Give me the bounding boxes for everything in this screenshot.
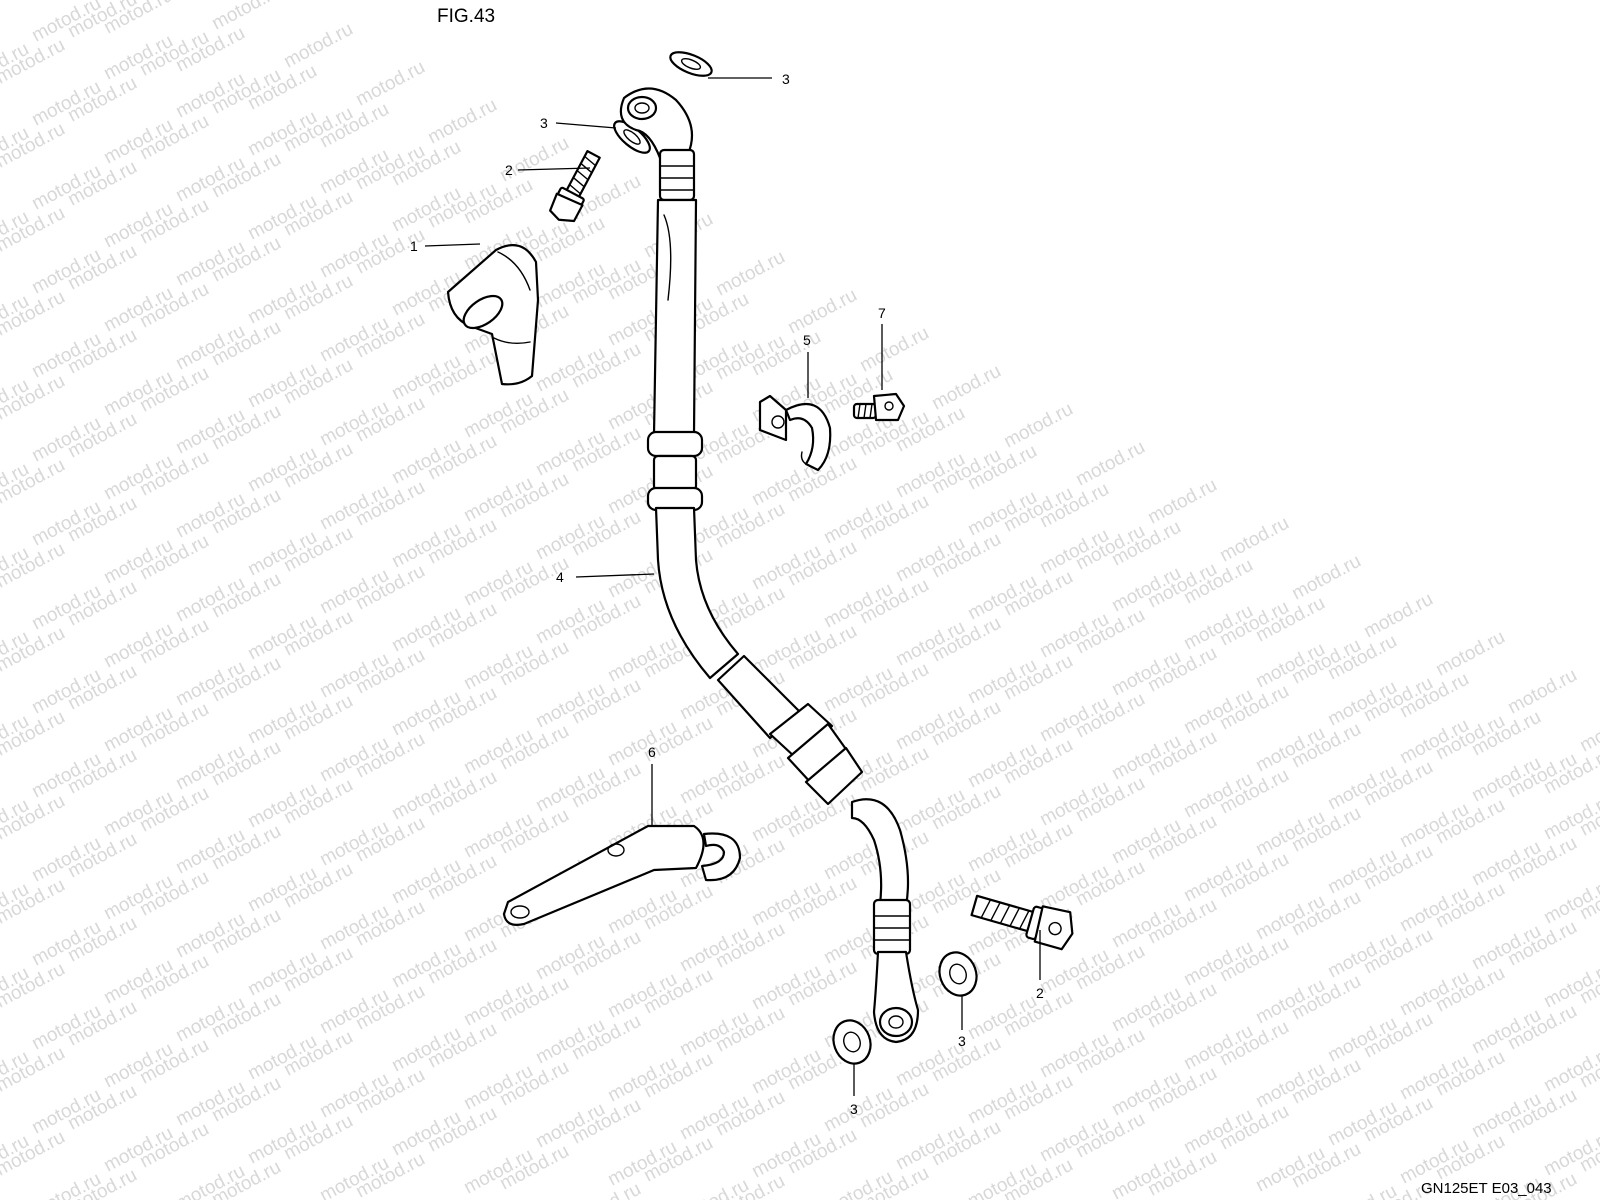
watermark-text: motod.ru bbox=[280, 19, 356, 73]
washer-icon bbox=[832, 1019, 872, 1065]
watermark-text: motod.ru bbox=[0, 0, 69, 4]
watermark-text: motod.ru bbox=[676, 1175, 752, 1200]
callout-5: 5 bbox=[803, 332, 811, 348]
hose-bracket-icon bbox=[502, 824, 742, 926]
bolt-icon bbox=[852, 392, 906, 422]
watermark-text: motod.ru bbox=[496, 133, 572, 187]
watermark-text: motod.ru bbox=[352, 57, 428, 111]
callout-7: 7 bbox=[878, 305, 886, 321]
union-bolt-icon bbox=[549, 149, 601, 223]
watermark-text: motod.ru bbox=[424, 95, 500, 149]
leader-lines bbox=[424, 77, 1041, 1096]
watermark-text: motod.ru bbox=[1324, 1181, 1400, 1200]
watermark-text: motod.ru bbox=[1144, 475, 1220, 529]
watermark-text: motod.ru bbox=[568, 1179, 644, 1200]
union-bolt-icon bbox=[970, 894, 1074, 951]
figure-title: FIG.43 bbox=[437, 6, 495, 27]
callout-3-bottom-right: 3 bbox=[958, 1033, 966, 1049]
watermark-text: motod.ru bbox=[316, 1153, 392, 1200]
brake-hose-icon bbox=[619, 87, 920, 1044]
callout-6: 6 bbox=[648, 744, 656, 760]
hose-clamp-icon bbox=[758, 394, 832, 472]
watermark-text: motod.ru bbox=[1504, 665, 1580, 719]
watermark-text: motod.ru bbox=[1432, 627, 1508, 681]
watermark-text: motod.ru bbox=[1288, 551, 1364, 605]
watermark-text: motod.ru bbox=[712, 247, 788, 301]
washer-icon bbox=[669, 51, 713, 77]
callout-3-bottom-left: 3 bbox=[850, 1101, 858, 1117]
callout-3-top-right: 3 bbox=[782, 71, 790, 87]
watermark-text: motod.ru bbox=[1000, 399, 1076, 453]
watermark-text: motod.ru bbox=[928, 361, 1004, 415]
watermark-text: motod.ru bbox=[784, 285, 860, 339]
watermark-text: motod.ru bbox=[1360, 589, 1436, 643]
callout-2-bottom: 2 bbox=[1036, 985, 1044, 1001]
callout-4: 4 bbox=[556, 569, 564, 585]
callout-1: 1 bbox=[410, 238, 418, 254]
figure-code: GN125ET E03_043 bbox=[1421, 1180, 1552, 1197]
watermark-text: motod.ru bbox=[1072, 437, 1148, 491]
washer-icon bbox=[938, 951, 978, 997]
watermark-text: motod.ru bbox=[1576, 703, 1600, 757]
callout-2-top: 2 bbox=[505, 162, 513, 178]
watermark-text: motod.ru bbox=[856, 323, 932, 377]
watermark-text: motod.ru bbox=[208, 0, 284, 34]
callout-3-top-left: 3 bbox=[540, 115, 548, 131]
rubber-boot-icon bbox=[446, 244, 540, 386]
watermark-text: motod.ru bbox=[1216, 513, 1292, 567]
